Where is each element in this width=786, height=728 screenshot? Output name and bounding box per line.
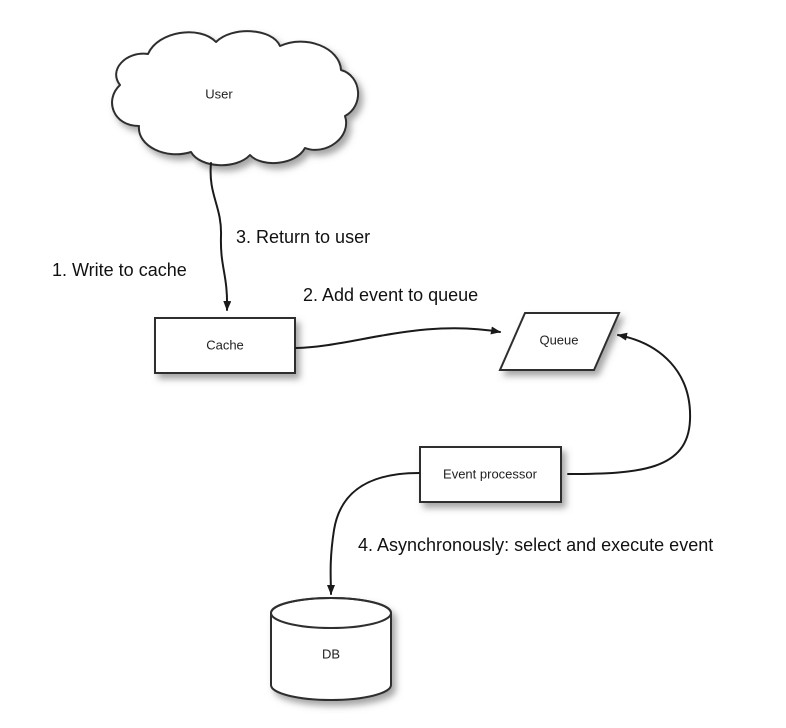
edge-cache-to-queue[interactable] [295,326,501,349]
node-label-db: DB [322,646,340,661]
edge-label-step-1: 1. Write to cache [52,260,187,280]
node-label-queue: Queue [539,332,578,347]
edge-user-to-cache[interactable] [209,162,232,311]
db-shape-top-ellipse [269,597,393,629]
node-queue[interactable]: Queue [498,312,621,371]
queue-shape [498,312,621,371]
cache-shape [154,317,296,374]
edge-label-step-4: 4. Asynchronously: select and execute ev… [358,535,713,555]
node-user[interactable]: User [111,30,360,167]
edge-label-step-3: 3. Return to user [236,227,370,247]
cloud-shape [111,30,360,167]
node-label-event-processor: Event processor [443,466,538,481]
node-db[interactable]: DB [269,597,393,701]
edge-label-step-2: 2. Add event to queue [303,285,478,305]
node-label-cache: Cache [206,337,244,352]
edge-queue-to-event-processor[interactable] [567,332,692,475]
node-label-user: User [205,86,233,101]
node-cache[interactable]: Cache [154,317,296,374]
node-event-processor[interactable]: Event processor [419,446,562,503]
edge-event-processor-to-db[interactable] [326,472,420,595]
event-processor-shape [419,446,562,503]
